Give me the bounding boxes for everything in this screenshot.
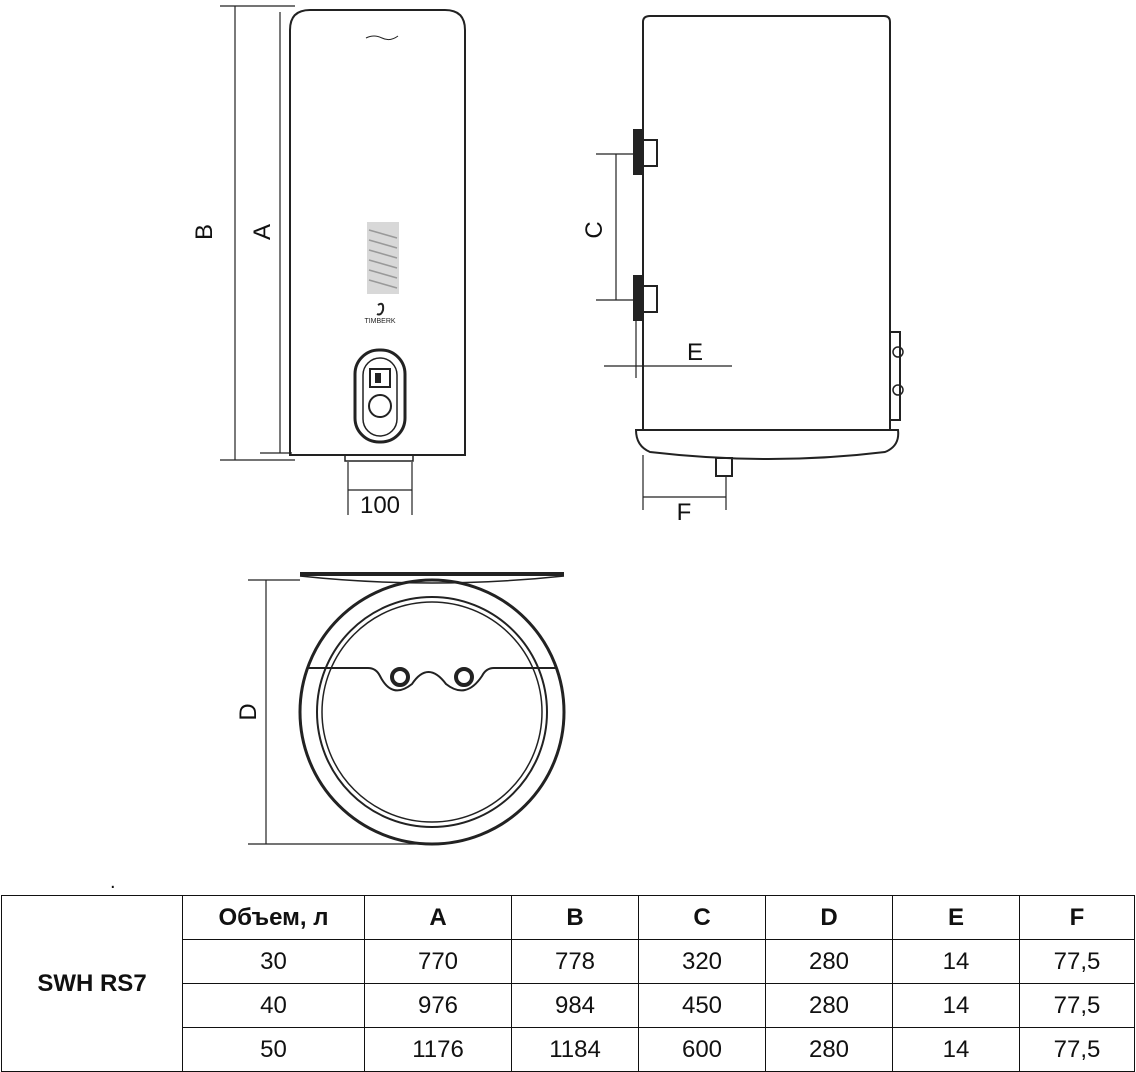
dim-label-b: B <box>191 224 218 240</box>
header-f: F <box>1019 895 1135 940</box>
cell: 14 <box>892 1027 1020 1072</box>
table-row: 50 1176 1184 600 280 14 77,5 <box>2 1027 1135 1072</box>
indicator-window-icon <box>369 368 391 388</box>
table-header-row: SWH RS7 Объем, л A B C D E F <box>1 895 1135 1072</box>
cell: 770 <box>364 939 512 984</box>
dim-label-a: A <box>249 224 276 240</box>
thermostat-knob-icon <box>368 394 392 418</box>
header-e: E <box>892 895 1020 940</box>
bottom-pipe-icon <box>715 457 733 477</box>
table-row: 30 770 778 320 280 14 77,5 <box>2 939 1135 984</box>
cell: 77,5 <box>1019 983 1135 1028</box>
header-d: D <box>765 895 893 940</box>
cell: 77,5 <box>1019 939 1135 984</box>
lower-bracket-icon <box>633 275 644 321</box>
cell: 984 <box>511 983 639 1028</box>
front-bottom-fitting <box>344 454 414 462</box>
front-view <box>220 5 466 515</box>
cell: 600 <box>638 1027 766 1072</box>
top-signature-logo <box>365 35 399 41</box>
cell: 14 <box>892 983 1020 1028</box>
upper-bracket-icon <box>633 129 644 175</box>
brand-logo-icon <box>376 302 385 316</box>
dim-label-f: F <box>677 499 692 526</box>
specs-table: SWH RS7 Объем, л A B C D E F 30 770 778 … <box>1 895 1135 1072</box>
top-pipe-left-icon <box>390 667 410 687</box>
cell: 30 <box>182 939 365 984</box>
cell: 77,5 <box>1019 1027 1135 1072</box>
control-panel <box>353 348 407 444</box>
dim-label-100: 100 <box>360 492 400 519</box>
header-b: B <box>511 895 639 940</box>
dim-label-e: E <box>687 339 703 366</box>
cell: 320 <box>638 939 766 984</box>
technical-drawing: B A 100 TIMBERK C E F <box>191 5 904 846</box>
cell: 280 <box>765 983 893 1028</box>
top-outer-circle <box>298 578 566 846</box>
top-inner-circle <box>316 596 548 828</box>
table-row: 40 976 984 450 280 14 77,5 <box>2 983 1135 1028</box>
side-bottom-cap <box>634 429 900 460</box>
top-pipe-right-icon <box>454 667 474 687</box>
stray-dot: . <box>110 871 116 893</box>
cell: 1184 <box>511 1027 639 1072</box>
cell: 50 <box>182 1027 365 1072</box>
cell: 450 <box>638 983 766 1028</box>
side-view <box>596 15 904 510</box>
dim-label-c: C <box>581 221 608 238</box>
cell: 280 <box>765 939 893 984</box>
header-a: A <box>364 895 512 940</box>
cell: 280 <box>765 1027 893 1072</box>
cell: 40 <box>182 983 365 1028</box>
cell: 1176 <box>364 1027 512 1072</box>
model-name: SWH RS7 <box>1 895 183 1072</box>
header-volume: Объем, л <box>182 895 365 940</box>
brand-text: TIMBERK <box>364 318 395 325</box>
front-body-outline <box>289 9 466 456</box>
side-body-outline <box>642 15 891 431</box>
cell: 14 <box>892 939 1020 984</box>
dim-label-d: D <box>235 703 262 720</box>
front-decor-pattern <box>367 222 399 294</box>
top-mount-chord <box>307 667 556 692</box>
header-c: C <box>638 895 766 940</box>
cell: 976 <box>364 983 512 1028</box>
side-fitting-icon <box>889 331 901 421</box>
top-view <box>248 572 566 846</box>
cell: 778 <box>511 939 639 984</box>
